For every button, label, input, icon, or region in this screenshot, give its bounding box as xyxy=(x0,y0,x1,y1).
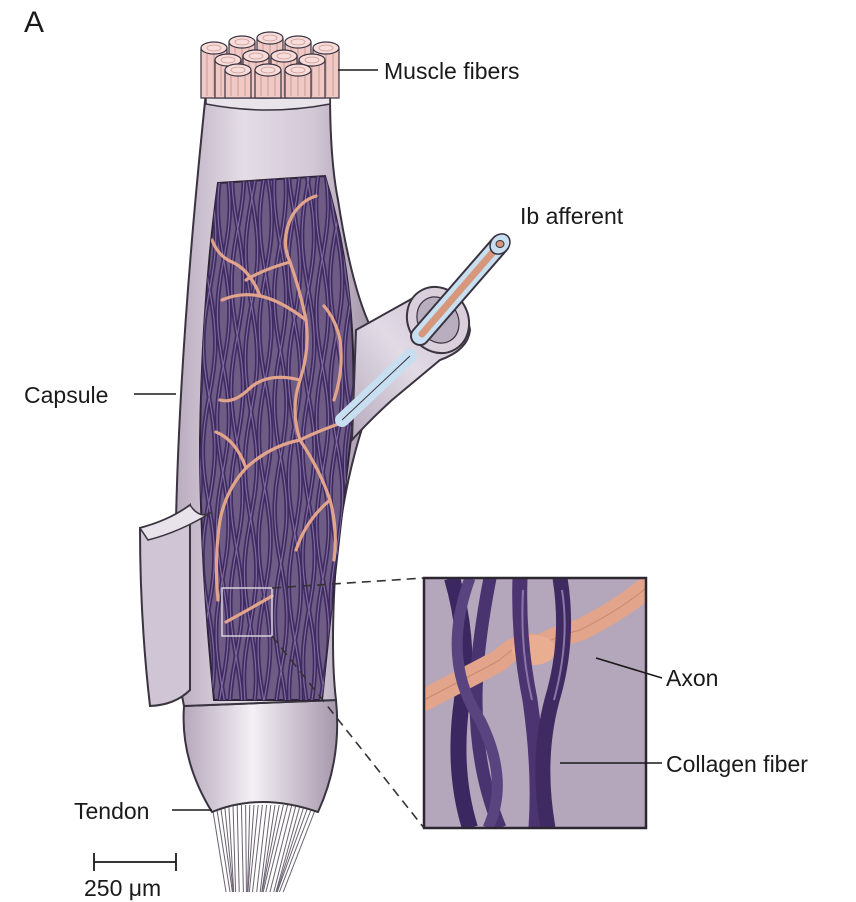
muscle-fiber-end xyxy=(255,64,281,76)
label-capsule: Capsule xyxy=(24,382,108,408)
label-muscle-fibers: Muscle fibers xyxy=(384,58,519,84)
ib-afferent-axon-end xyxy=(496,241,504,248)
tendon-fiber xyxy=(212,805,226,892)
muscle-fibers xyxy=(201,32,339,98)
tendon-fiber xyxy=(216,805,230,892)
inset-enlarged-view xyxy=(424,578,646,828)
muscle-fiber-end xyxy=(243,50,269,62)
muscle-fiber-end xyxy=(225,64,251,76)
label-tendon: Tendon xyxy=(74,798,149,824)
muscle-fiber-end xyxy=(271,50,297,62)
tendon-fiber xyxy=(225,805,234,892)
muscle-fiber-end xyxy=(313,42,339,54)
tendon-fiber xyxy=(237,805,239,892)
scale-bar-label: 250 μm xyxy=(84,875,161,901)
scale-bar: 250 μm xyxy=(84,853,176,901)
tendon-fiber xyxy=(246,805,247,892)
muscle-fiber-end xyxy=(201,42,227,54)
muscle-fiber-end xyxy=(285,36,311,48)
tendon-fiber xyxy=(220,805,232,892)
label-axon: Axon xyxy=(666,665,718,691)
tendon-fibers xyxy=(212,805,317,892)
panel-letter: A xyxy=(24,6,44,39)
tendon-fiber xyxy=(241,805,243,892)
label-collagen-fiber: Collagen fiber xyxy=(666,751,808,777)
tendon-body xyxy=(184,700,338,812)
muscle-fiber-end xyxy=(257,32,283,44)
label-ib-afferent: Ib afferent xyxy=(520,203,624,229)
muscle-fiber-end xyxy=(229,36,255,48)
muscle-fiber-end xyxy=(285,64,311,76)
